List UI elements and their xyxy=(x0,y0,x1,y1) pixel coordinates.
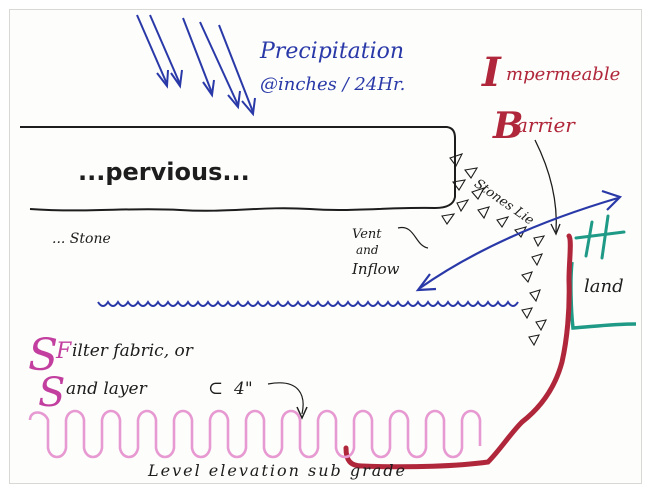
vent-and-label: and xyxy=(356,243,379,257)
land-hatch xyxy=(576,216,624,258)
precipitation-rate-label: @inches / 24Hr. xyxy=(260,74,405,95)
filter-fabric-line xyxy=(30,411,480,457)
barrier-initial-i: I xyxy=(481,49,502,96)
subgrade-label: Level elevation sub grade xyxy=(147,461,407,480)
sand-depth-label: 4" xyxy=(233,379,253,399)
sand-depth-circle: ⊂ xyxy=(208,378,223,399)
stone-triangles xyxy=(442,154,546,345)
stone-label: ... Stone xyxy=(52,231,111,247)
sketch-sheet: Precipitation @inches / 24Hr. I mpermeab… xyxy=(9,9,642,484)
stones-label: Stones Lie xyxy=(471,176,537,228)
barrier-label-barrier: arrier xyxy=(516,113,576,137)
vent-pointer-line xyxy=(398,228,428,248)
barrier-pointer-arrowhead xyxy=(551,224,560,234)
pervious-label: ...pervious... xyxy=(78,158,250,186)
precipitation-label: Precipitation xyxy=(259,39,404,64)
diagram-canvas: Precipitation @inches / 24Hr. I mpermeab… xyxy=(10,10,641,483)
filter-initial-f: F xyxy=(55,339,72,364)
barrier-pointer-line xyxy=(535,140,556,232)
inflow-label: Inflow xyxy=(351,260,400,278)
filter-fabric-label: ilter fabric, or xyxy=(72,341,194,361)
water-level-line xyxy=(98,302,518,306)
sand-layer-label: and layer xyxy=(66,379,148,399)
rain-arrows xyxy=(137,15,255,114)
sand-initial-s: S xyxy=(38,370,65,416)
vent-label: Vent xyxy=(352,227,382,242)
land-label: land xyxy=(584,276,624,297)
barrier-label-impermeable: mpermeable xyxy=(506,64,620,85)
